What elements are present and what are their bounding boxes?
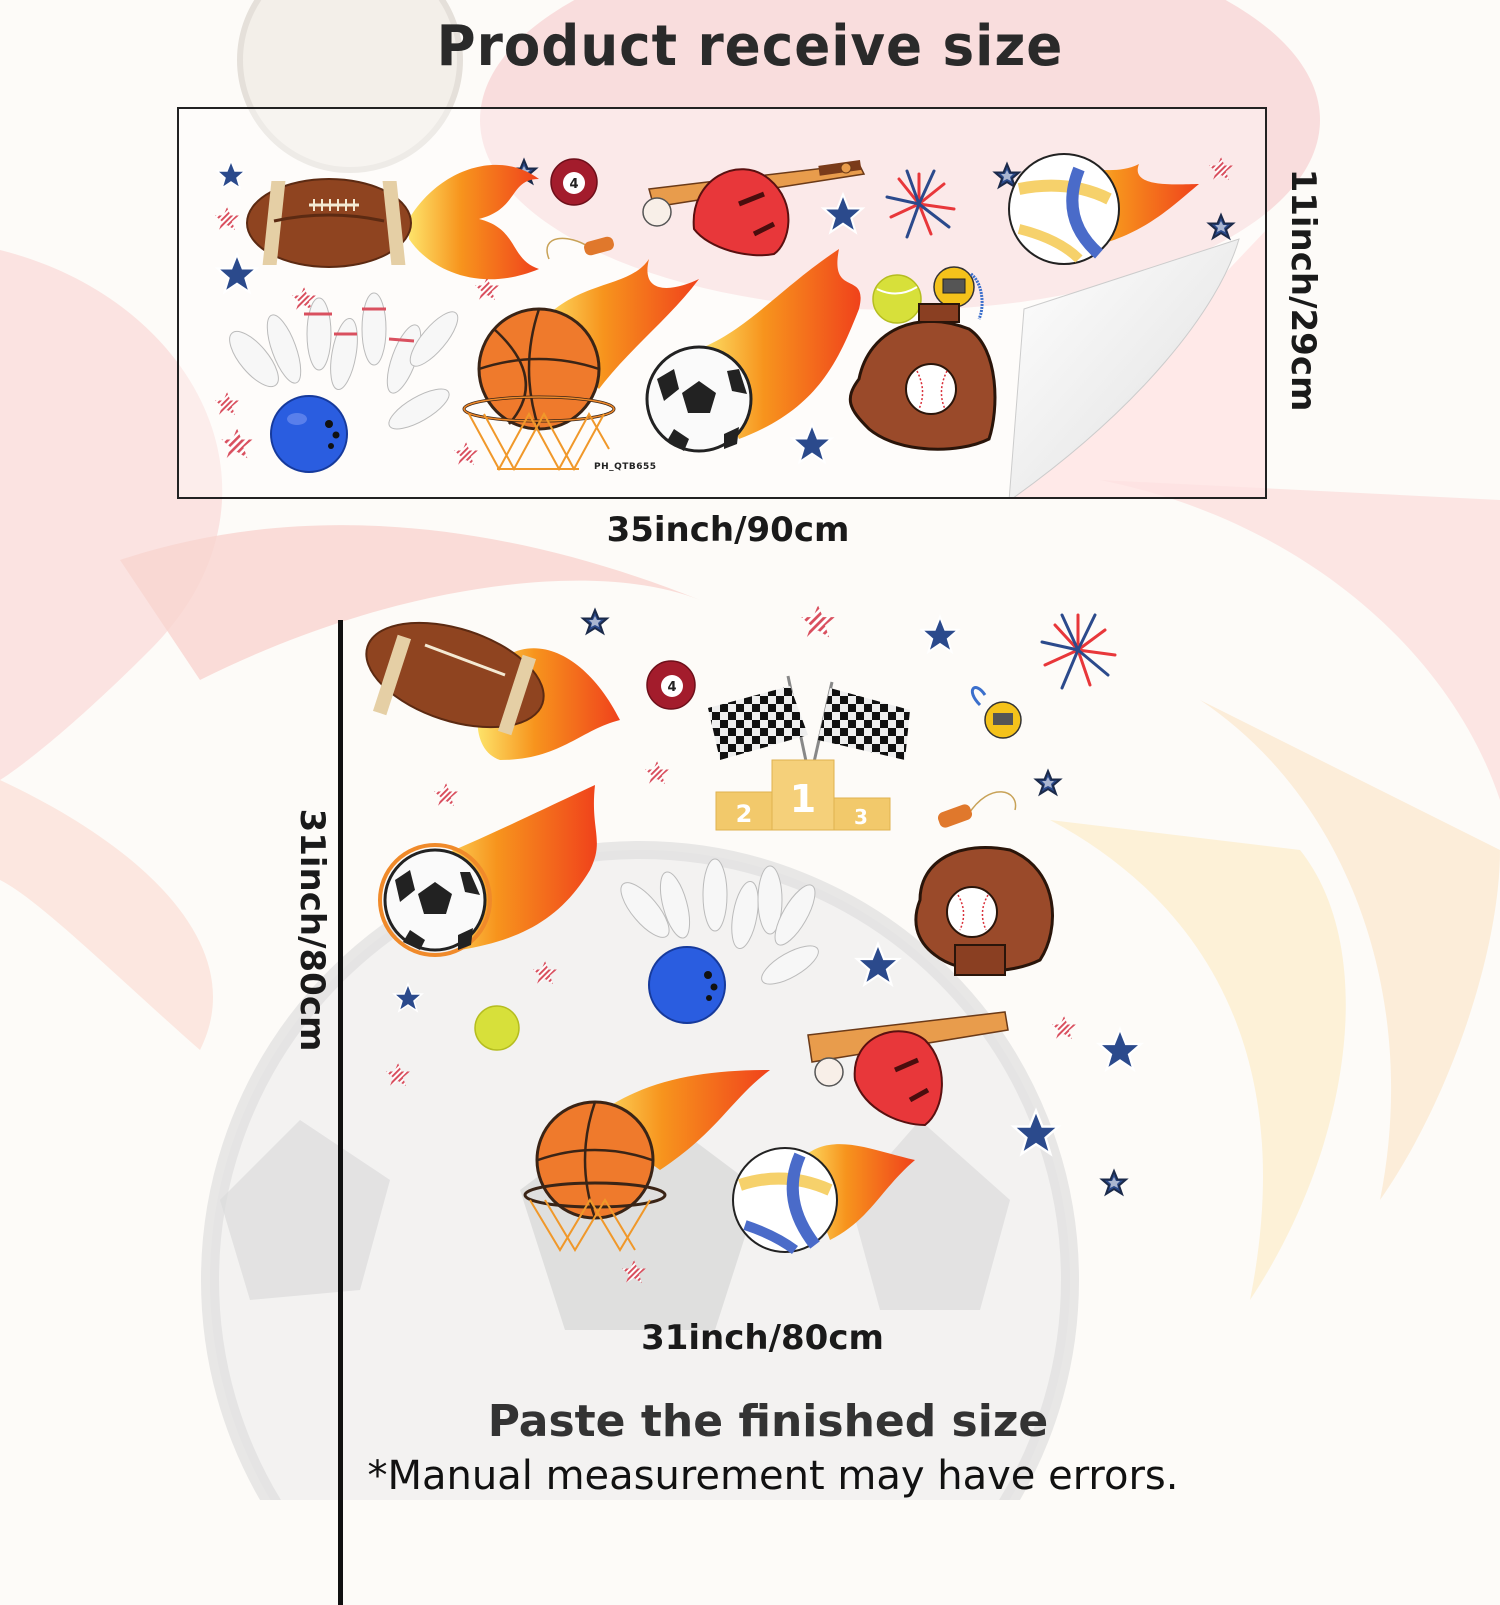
svg-text:4: 4 (569, 177, 578, 192)
tennis-ball-sticker (474, 1005, 520, 1051)
svg-text:1: 1 (790, 777, 816, 821)
billiard-ball-sticker: 4 (550, 158, 598, 206)
soccer-ball-sticker (645, 249, 861, 453)
sheet-height-label: 11inch/29cm (1283, 168, 1323, 412)
billiard-ball-sticker: 4 (646, 660, 696, 710)
bowling-sticker (229, 292, 459, 473)
finished-size-title: Paste the finished size (487, 1396, 1049, 1447)
tennis-ball-sticker (872, 274, 922, 324)
finished-height-label: 31inch/80cm (292, 808, 332, 1052)
checkered-flags-podium-sticker: 2 1 3 (708, 675, 910, 831)
bowling-sticker (620, 858, 819, 1024)
svg-text:4: 4 (667, 680, 676, 695)
finished-width-label: 31inch/80cm (641, 1318, 884, 1358)
soccer-ball-sticker (378, 785, 597, 957)
whistle-sticker (937, 791, 1017, 828)
whistle-sticker (546, 236, 614, 260)
stopwatch-sticker (933, 266, 984, 320)
football-sticker (246, 164, 539, 280)
stopwatch-sticker (970, 686, 1022, 739)
product-code: PH_QTB655 (594, 462, 657, 472)
basketball-sticker (523, 1070, 770, 1252)
peel-corner-icon (1008, 231, 1265, 497)
baseball-glove-sticker (914, 845, 1054, 976)
sheet-width-label: 35inch/90cm (606, 510, 850, 550)
bat-helmet-sticker (642, 159, 866, 257)
svg-text:2: 2 (736, 800, 753, 828)
page-title: Product receive size (436, 14, 1064, 79)
baseball-glove-sticker (848, 303, 997, 451)
sticker-sheet: 4 PH_QTB655 (177, 107, 1267, 499)
volleyball-sticker (732, 1144, 915, 1255)
football-sticker (365, 621, 620, 760)
svg-text:3: 3 (854, 805, 868, 829)
fireworks-sticker (885, 169, 956, 239)
bat-helmet-sticker (807, 1011, 1009, 1127)
fireworks-sticker (1040, 613, 1117, 690)
basketball-sticker (462, 259, 699, 472)
measurement-note: *Manual measurement may have errors. (367, 1453, 1179, 1499)
volleyball-sticker (1008, 153, 1199, 265)
